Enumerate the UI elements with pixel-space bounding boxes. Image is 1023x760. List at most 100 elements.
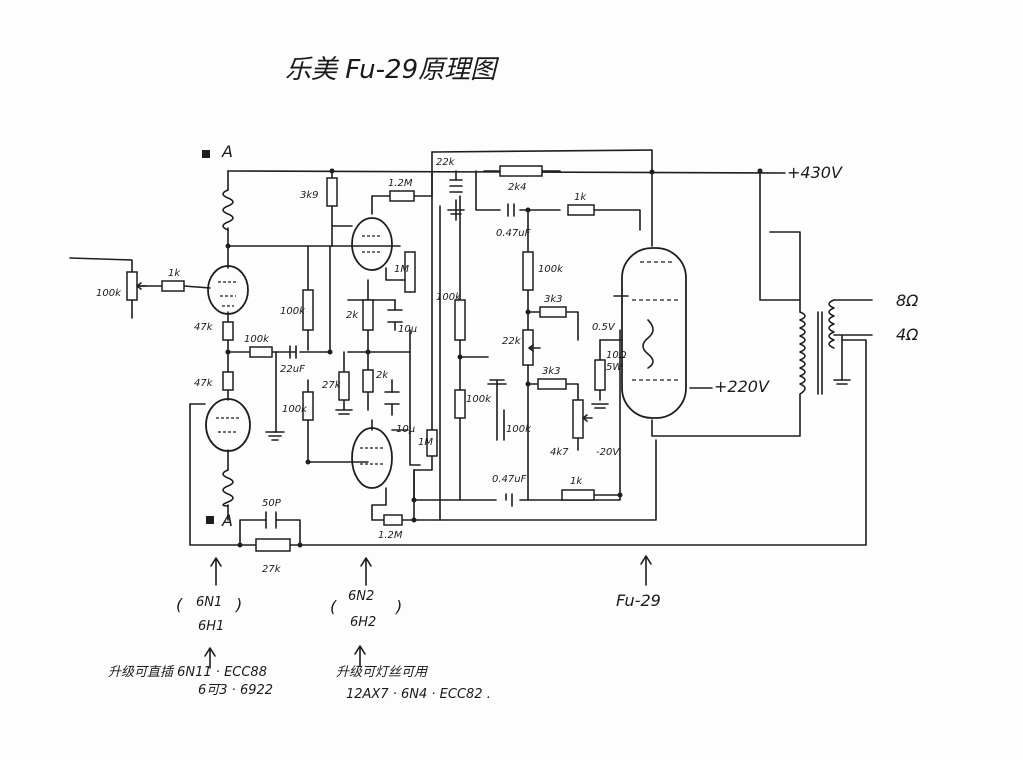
- label-r-47k-plate: 47k: [194, 322, 214, 333]
- label-pot-4k7: 4k7: [550, 447, 569, 458]
- r-1m-a: [404, 251, 416, 293]
- c-047-top: [507, 203, 515, 217]
- label-r-volume: 100k: [96, 288, 122, 299]
- label-r-1m-b: 1M: [418, 437, 433, 448]
- label-r-3k9: 3k9: [300, 190, 319, 201]
- r-1k-top: [567, 204, 595, 216]
- tube-label-6h2: 6H2: [350, 615, 376, 630]
- labels: A A +430V +220V -20V 8Ω 4Ω 100k 1k 3k9 1…: [96, 142, 919, 702]
- heater-coil-bottom: [222, 469, 234, 507]
- label-r-100k-grid: 100k: [538, 264, 564, 275]
- paren-close-1: ): [235, 595, 242, 614]
- label-r-10r: 10Ω: [606, 350, 627, 361]
- tube-label-6h1: 6H1: [198, 619, 224, 634]
- label-c-10u-b: 10μ: [396, 424, 415, 435]
- label-r-100k-a: 100k: [244, 334, 270, 345]
- label-v-05: 0.5V: [592, 322, 616, 333]
- tube-fu29: [621, 247, 687, 419]
- label-r-grid-stop: 1k: [168, 268, 181, 279]
- node-a-top: A: [221, 142, 233, 161]
- fu29-filament: [642, 319, 654, 369]
- r-100k-e: [454, 389, 466, 419]
- r-1-2m-bot: [383, 514, 403, 526]
- r-1-2m-top: [389, 190, 415, 202]
- r-10r-5w: [594, 359, 606, 391]
- c-22uf-dec: [449, 179, 463, 193]
- c-10u-a: [387, 309, 403, 323]
- r-100k-b: [302, 289, 314, 331]
- r-47k-plate: [222, 321, 234, 341]
- ground-1: [265, 431, 285, 441]
- screen-supply-label: +220V: [714, 377, 770, 396]
- ground-5: [833, 379, 851, 385]
- c-50p: [265, 511, 277, 529]
- tube-label-6n1: 6N1: [196, 595, 222, 610]
- r-1k-bot: [561, 489, 595, 501]
- tap-8-label: 8Ω: [896, 291, 919, 310]
- ot-secondary: [828, 299, 835, 349]
- label-c-22uf: 22uF: [280, 364, 305, 375]
- wiring: [69, 149, 873, 546]
- r-47k-cathode: [222, 371, 234, 391]
- label-r-5w: 5W: [606, 362, 623, 373]
- ot-primary: [799, 311, 806, 395]
- r-3k3-b: [537, 378, 567, 390]
- note2-line1: 升级可灯丝可用: [336, 665, 429, 680]
- r-2k-b: [362, 369, 374, 393]
- label-r-27k-fb: 27k: [262, 564, 282, 575]
- r-27k-fb: [255, 538, 291, 552]
- c-10u-b: [384, 391, 400, 405]
- r-3k3-a: [539, 306, 567, 318]
- c-047-bot: [505, 493, 513, 507]
- label-r-47k-cath: 47k: [194, 378, 214, 389]
- label-r-100k-b: 100k: [280, 306, 306, 317]
- label-r-2k4: 2k4: [508, 182, 527, 193]
- arrow-output: [640, 555, 652, 586]
- tube-label-fu29: Fu-29: [616, 591, 661, 610]
- label-r-22k-dec: 22k: [436, 157, 456, 168]
- label-r-100k-e: 100k: [466, 394, 492, 405]
- label-r-2k-a: 2k: [346, 310, 359, 321]
- r-100k-d: [454, 299, 466, 341]
- r-3k9: [326, 177, 338, 207]
- node-a-top-dot: [202, 150, 210, 158]
- label-r-1-2m-top: 1.2M: [388, 178, 413, 189]
- r-1m-b: [426, 429, 438, 457]
- label-r-1-2m-bot: 1.2M: [378, 530, 403, 541]
- grid-stopper-1k: [161, 280, 185, 292]
- r-2k4: [499, 165, 543, 177]
- label-vr-22k: 22k: [502, 336, 522, 347]
- note1-line1: 升级可直插 6N11 · ECC88: [108, 665, 267, 680]
- note1-line2: 6可3 · 6922: [198, 683, 273, 698]
- label-r-2k-b: 2k: [376, 370, 389, 381]
- tap-4-label: 4Ω: [896, 325, 919, 344]
- paren-open-2: (: [330, 597, 337, 616]
- tube-6n1-upper: [207, 265, 249, 315]
- bias-label: -20V: [596, 447, 620, 458]
- ground-4: [591, 403, 609, 409]
- label-r-100k-g2: 100k: [506, 424, 532, 435]
- label-r-3k3-b: 3k3: [542, 366, 561, 377]
- label-c-047-top: 0.47uF: [496, 228, 531, 239]
- arrow-stage2: [360, 557, 372, 586]
- volume-pot: [126, 271, 138, 301]
- r-100k-a: [249, 346, 273, 358]
- node-a-bottom: A: [221, 511, 233, 530]
- tube-label-6n2: 6N2: [348, 589, 374, 604]
- r-100k-grid: [522, 251, 534, 291]
- tube-6n2-lower: [351, 427, 393, 489]
- arrow-stage1: [210, 557, 222, 586]
- components: [126, 150, 851, 552]
- paren-close-2: ): [395, 597, 402, 616]
- label-c-10u-a: 10μ: [398, 324, 417, 335]
- label-c-50p: 50P: [262, 498, 282, 509]
- label-r-100k-d: 100k: [436, 292, 462, 303]
- pot-4k7: [572, 399, 584, 439]
- r-100k-c: [302, 391, 314, 421]
- label-r-27k: 27k: [322, 380, 342, 391]
- b-plus-label: +430V: [787, 163, 843, 182]
- c-22uf: [289, 345, 297, 359]
- label-c-047-bot: 0.47uF: [492, 474, 527, 485]
- note2-line2: 12AX7 · 6N4 · ECC82 .: [346, 687, 491, 702]
